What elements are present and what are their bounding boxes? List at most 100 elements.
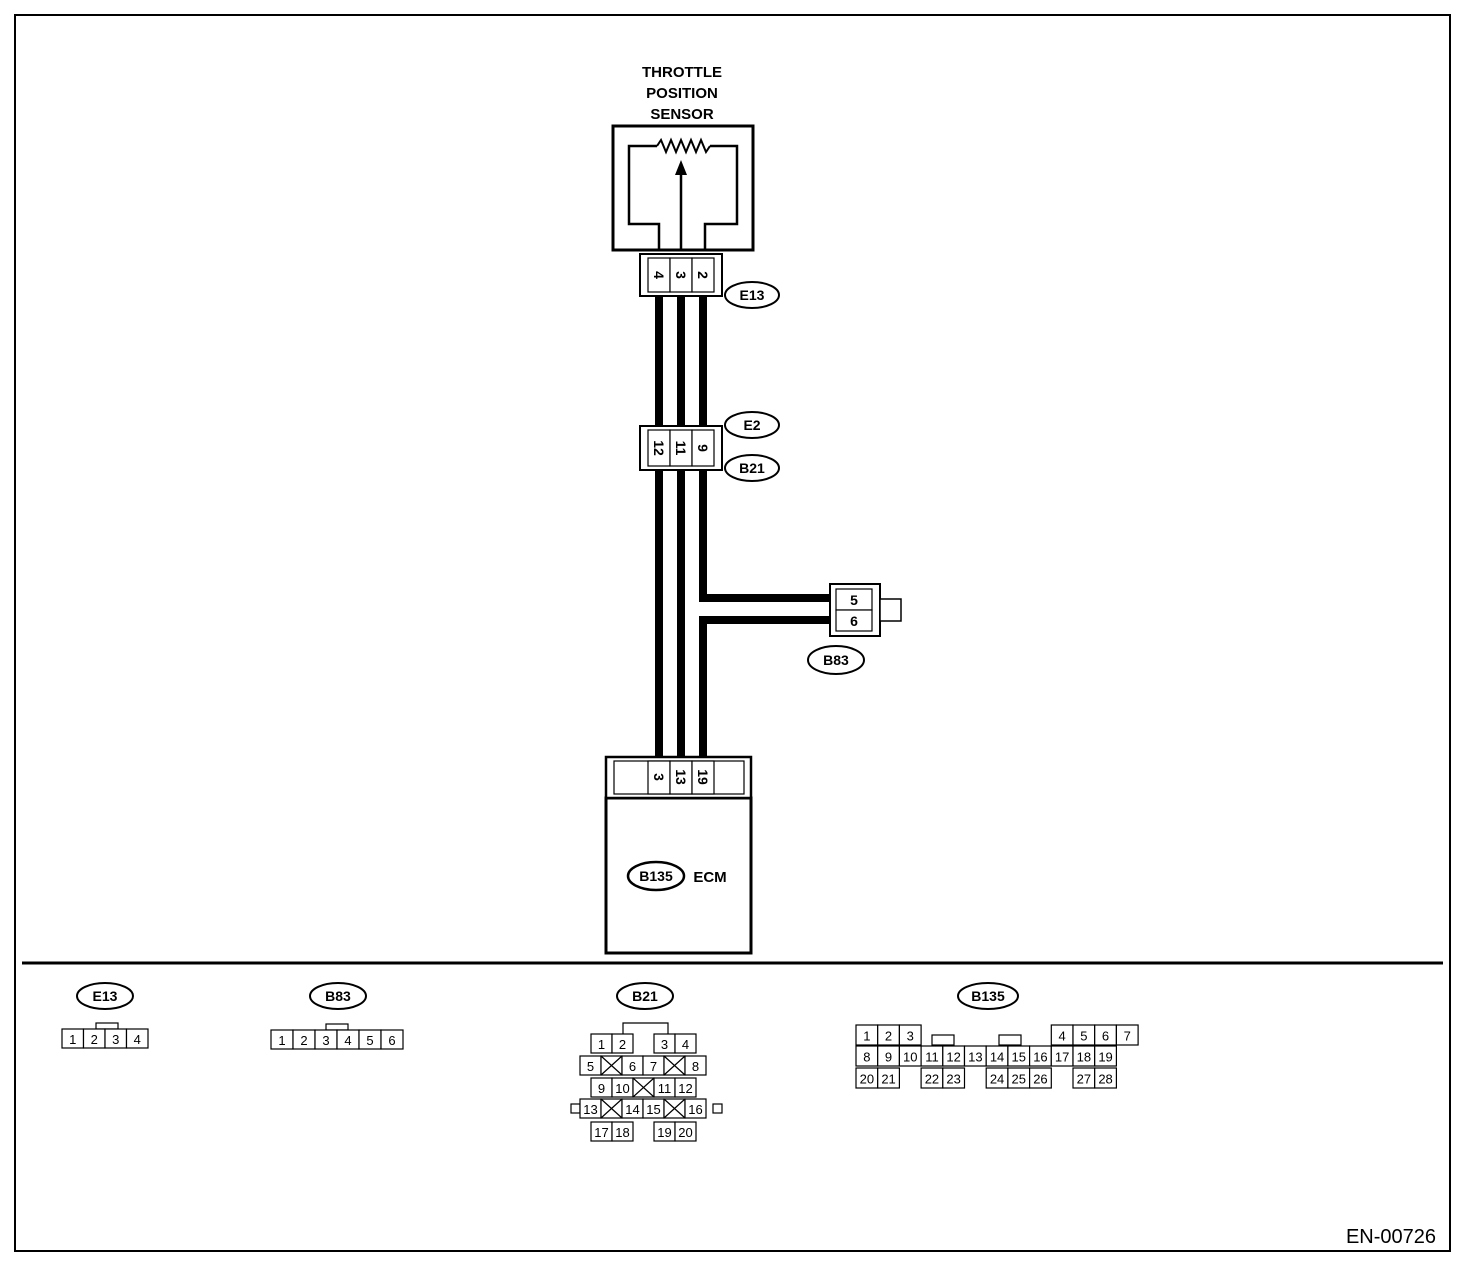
view-b21-pin-label: 5 bbox=[587, 1059, 594, 1074]
view-b83-pin-label: 3 bbox=[322, 1033, 329, 1048]
sensor-label-line-3: SENSOR bbox=[650, 106, 714, 123]
view-e13-pin-label: 4 bbox=[134, 1032, 141, 1047]
view-b83-pin-box bbox=[380, 1029, 404, 1050]
view-b135-pin-label: 20 bbox=[860, 1072, 874, 1087]
view-b135-pin-label: 28 bbox=[1098, 1072, 1112, 1087]
view-b21-pin-label: 15 bbox=[646, 1102, 660, 1117]
view-b135-pin-label: 24 bbox=[990, 1072, 1004, 1087]
view-b135-tag: B135 bbox=[971, 988, 1005, 1004]
view-b21-pin-label: 11 bbox=[658, 1081, 672, 1096]
view-b21-pin-box bbox=[684, 1098, 707, 1119]
wiper-arrow-icon bbox=[675, 160, 687, 175]
connector-b83: 5 6 B83 bbox=[807, 583, 902, 675]
view-b83-pin-label: 1 bbox=[278, 1033, 285, 1048]
b135-tag: B135 bbox=[639, 868, 673, 884]
view-b135-pin-label: 8 bbox=[863, 1050, 870, 1065]
view-b21-pin-label: 4 bbox=[682, 1037, 689, 1052]
view-b21-pin-label: 8 bbox=[692, 1059, 699, 1074]
view-b135-pin-box bbox=[1028, 1067, 1052, 1089]
view-b21-pin-box bbox=[684, 1055, 707, 1076]
view-b135-pin-label: 6 bbox=[1102, 1029, 1109, 1044]
view-b135-pin-label: 26 bbox=[1033, 1072, 1047, 1087]
view-b135-pin-label: 23 bbox=[946, 1072, 960, 1087]
connector-e2-b21: 12 11 9 E2 B21 bbox=[639, 411, 780, 482]
view-b135-pin-box bbox=[877, 1067, 901, 1089]
e2-tag-oval bbox=[724, 411, 780, 439]
view-e13-pin-box bbox=[125, 1028, 149, 1049]
view-b135-tag-oval bbox=[957, 982, 1019, 1010]
view-b135-pin-label: 18 bbox=[1077, 1050, 1091, 1065]
view-b21-pin-box bbox=[674, 1121, 697, 1142]
b83-pin-label: 5 bbox=[850, 592, 858, 608]
view-b21-pin-label: 2 bbox=[619, 1037, 626, 1052]
view-b135-pin-box bbox=[898, 1024, 922, 1046]
sensor-label-line-1: THROTTLE bbox=[642, 64, 722, 81]
view-b21-pin-label: 1 bbox=[598, 1037, 605, 1052]
view-b21-pin-label: 13 bbox=[583, 1102, 597, 1117]
view-b135-pin-label: 16 bbox=[1033, 1050, 1047, 1065]
view-b135-pin-box bbox=[1094, 1067, 1117, 1089]
view-b135-pin-box bbox=[942, 1067, 966, 1089]
b135-tag-oval bbox=[626, 860, 686, 892]
view-b135-pin-box bbox=[1094, 1045, 1117, 1067]
view-b83-pin-label: 2 bbox=[300, 1033, 307, 1048]
resistor-icon bbox=[656, 137, 711, 155]
e13-pin-label: 3 bbox=[673, 271, 689, 279]
view-e13-tag-oval bbox=[76, 982, 134, 1010]
view-b135-latch bbox=[998, 1034, 1022, 1046]
view-b135-pin-box bbox=[1115, 1024, 1139, 1046]
diagram-frame bbox=[14, 14, 1451, 1252]
e13-pin-label: 2 bbox=[695, 271, 711, 279]
b83-latch bbox=[879, 598, 902, 622]
view-b21-pin-label: 16 bbox=[688, 1102, 702, 1117]
view-b21-latch bbox=[622, 1022, 669, 1034]
view-b21-pin-label: 20 bbox=[678, 1125, 692, 1140]
harness bbox=[655, 296, 838, 760]
view-b135-pin-label: 2 bbox=[885, 1029, 892, 1044]
view-b21-pin-label: 17 bbox=[594, 1125, 608, 1140]
sensor-circuit-right bbox=[703, 144, 739, 250]
view-b83-latch bbox=[325, 1023, 349, 1031]
view-b21-pin-label: 14 bbox=[625, 1102, 639, 1117]
view-b135-pin-label: 21 bbox=[881, 1072, 895, 1087]
view-b21-tag: B21 bbox=[632, 988, 658, 1004]
view-b135-pin-label: 13 bbox=[968, 1050, 982, 1065]
view-b21-blank-mark bbox=[663, 1098, 686, 1119]
wire bbox=[699, 616, 838, 760]
view-e13-latch bbox=[95, 1022, 119, 1030]
b21-tag: B21 bbox=[739, 460, 765, 476]
b21-tag-oval bbox=[724, 454, 780, 482]
view-b135-pin-label: 19 bbox=[1098, 1050, 1112, 1065]
view-b135-pin-label: 1 bbox=[863, 1029, 870, 1044]
b83-pin-box bbox=[835, 609, 873, 632]
e13-pin-box bbox=[691, 257, 715, 293]
view-e13-tag: E13 bbox=[93, 988, 118, 1004]
view-b21-blank-mark bbox=[600, 1098, 623, 1119]
view-b21-tag-oval bbox=[616, 982, 674, 1010]
view-b135-pin-label: 9 bbox=[885, 1050, 892, 1065]
view-e13-pin-label: 1 bbox=[69, 1032, 76, 1047]
view-b135-pin-label: 15 bbox=[1012, 1050, 1026, 1065]
view-b21-pin-box bbox=[611, 1121, 634, 1142]
view-b21-pin-box bbox=[674, 1033, 697, 1054]
figure-id: EN-00726 bbox=[1346, 1226, 1436, 1248]
view-b135-latch bbox=[931, 1034, 955, 1046]
view-b135-pin-label: 22 bbox=[925, 1072, 939, 1087]
e13-pin-label: 4 bbox=[651, 271, 667, 279]
b83-tag-oval bbox=[807, 645, 865, 675]
e13-tag: E13 bbox=[740, 287, 765, 303]
view-b21-key bbox=[712, 1103, 723, 1114]
view-b135-pin-label: 27 bbox=[1077, 1072, 1091, 1087]
view-b135-pin-label: 3 bbox=[907, 1029, 914, 1044]
ecm-pin-box bbox=[691, 760, 715, 795]
view-b135-pin-label: 7 bbox=[1124, 1029, 1131, 1044]
view-b135-pin-label: 17 bbox=[1055, 1050, 1069, 1065]
view-b135-pin-label: 12 bbox=[946, 1050, 960, 1065]
e13-tag-oval bbox=[724, 281, 780, 309]
view-b135-pin-label: 5 bbox=[1080, 1029, 1087, 1044]
b21-pin-box bbox=[691, 429, 715, 467]
ecm-label: ECM bbox=[693, 869, 726, 886]
